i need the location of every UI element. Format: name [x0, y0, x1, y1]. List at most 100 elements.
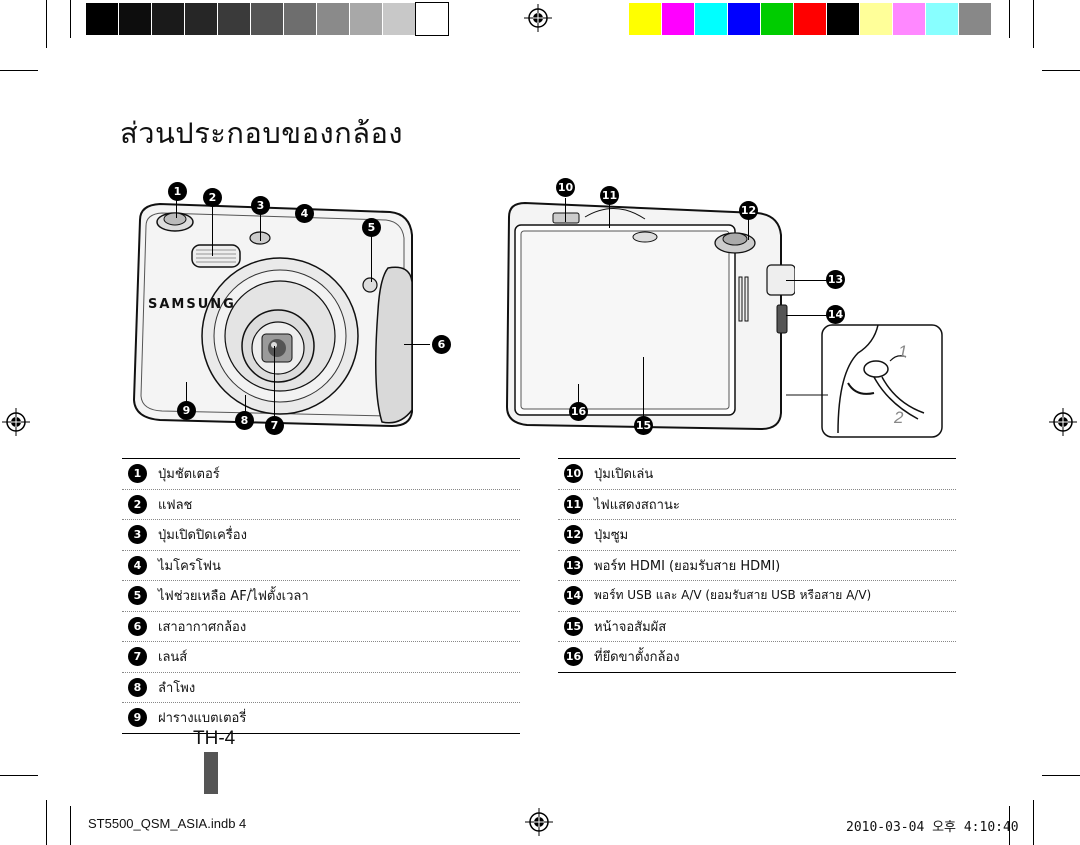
color-swatch	[383, 3, 415, 35]
color-swatch	[185, 3, 217, 35]
list-item: 7 เลนส์	[122, 642, 520, 673]
strap-step-1: 1	[898, 342, 908, 361]
item-number: 12	[564, 525, 583, 545]
item-number: 10	[564, 464, 583, 484]
callout-3: 3	[251, 196, 270, 215]
item-label: ไฟแสดงสถานะ	[594, 497, 680, 513]
leader-line	[186, 382, 187, 402]
crop-mark	[1033, 800, 1034, 845]
callout-1: 1	[168, 182, 187, 201]
item-label: หน้าจอสัมผัส	[594, 619, 667, 635]
item-number: 2	[128, 494, 147, 514]
color-swatch	[926, 3, 958, 35]
callout-13: 13	[826, 270, 845, 289]
color-swatch	[152, 3, 184, 35]
leader-line	[786, 315, 828, 316]
item-label: พอร์ท USB และ A/V (ยอมรับสาย USB หรือสาย…	[594, 588, 872, 603]
item-number: 15	[564, 616, 583, 636]
leader-line	[609, 204, 610, 228]
item-number: 4	[128, 555, 147, 575]
crop-mark	[0, 775, 38, 776]
callout-8: 8	[235, 411, 254, 430]
callout-5: 5	[362, 218, 381, 237]
crop-mark	[1042, 70, 1080, 71]
item-number: 3	[128, 525, 147, 545]
footer-timestamp: 2010-03-04 오후 4:10:40	[846, 820, 1019, 835]
list-item: 15 หน้าจอสัมผัส	[558, 612, 956, 642]
item-number: 5	[128, 586, 147, 606]
callout-14: 14	[826, 305, 845, 324]
item-number: 11	[564, 494, 583, 514]
item-label: ปุ่มเปิดเล่น	[594, 467, 654, 483]
registration-mark-icon	[1049, 408, 1077, 436]
item-number: 14	[564, 586, 583, 606]
color-swatch	[251, 3, 283, 35]
crop-mark	[1042, 775, 1080, 776]
color-swatch	[317, 3, 349, 35]
callout-2: 2	[203, 188, 222, 207]
callout-11: 11	[600, 186, 619, 205]
callout-12: 12	[739, 201, 758, 220]
item-label: แฟลช	[158, 497, 193, 513]
list-item: 11 ไฟแสดงสถานะ	[558, 490, 956, 520]
crop-mark	[70, 0, 71, 38]
callout-10: 10	[556, 178, 575, 197]
item-label: ปุ่มซูม	[594, 528, 629, 544]
leader-line	[176, 190, 177, 218]
color-swatch	[728, 3, 760, 35]
strap-attachment-inset	[786, 324, 943, 438]
crop-mark	[0, 70, 38, 71]
brand-logo: SAMSUNG	[148, 297, 236, 312]
registration-mark-icon	[525, 808, 553, 836]
leader-line	[578, 384, 579, 404]
leader-line	[404, 344, 430, 345]
page-title: ส่วนประกอบของกล้อง	[120, 116, 404, 150]
color-swatch	[893, 3, 925, 35]
strap-step-2: 2	[894, 408, 904, 427]
registration-mark-icon	[2, 408, 30, 436]
item-label: ไฟช่วยเหลือ AF/ไฟตั้งเวลา	[158, 589, 309, 605]
footer-filename: ST5500_QSM_ASIA.indb 4	[88, 816, 247, 831]
item-label: พอร์ท HDMI (ยอมรับสาย HDMI)	[594, 558, 781, 574]
item-label: เสาอากาศกล้อง	[158, 619, 247, 635]
color-swatch	[119, 3, 151, 35]
color-swatch	[629, 3, 661, 35]
color-swatch	[86, 3, 118, 35]
item-number: 1	[128, 464, 147, 484]
list-item: 10 ปุ่มเปิดเล่น	[558, 459, 956, 490]
callout-9: 9	[177, 401, 196, 420]
callout-15: 15	[634, 416, 653, 435]
color-swatch	[695, 3, 727, 35]
item-label: ไมโครโฟน	[158, 558, 221, 574]
color-swatch	[415, 2, 449, 36]
leader-line	[643, 357, 644, 417]
leader-line	[274, 346, 275, 416]
registration-mark-icon	[524, 4, 552, 32]
color-swatch	[662, 3, 694, 35]
list-item: 5 ไฟช่วยเหลือ AF/ไฟตั้งเวลา	[122, 581, 520, 612]
color-swatch	[959, 3, 991, 35]
leader-line	[245, 395, 246, 415]
camera-back-illustration	[505, 201, 795, 431]
callout-4: 4	[295, 204, 314, 223]
page-number: TH-4	[193, 728, 236, 749]
callout-7: 7	[265, 416, 284, 435]
item-number: 7	[128, 647, 147, 667]
item-label: เลนส์	[158, 650, 188, 666]
list-item: 2 แฟลช	[122, 490, 520, 520]
crop-mark	[46, 0, 47, 48]
item-number: 16	[564, 647, 583, 667]
color-swatch	[827, 3, 859, 35]
section-tab	[204, 752, 218, 794]
item-label: ฝารางแบตเตอรี่	[158, 711, 247, 727]
list-item: 14 พอร์ท USB และ A/V (ยอมรับสาย USB หรือส…	[558, 581, 956, 612]
list-item: 4 ไมโครโฟน	[122, 551, 520, 581]
leader-line	[565, 198, 566, 222]
